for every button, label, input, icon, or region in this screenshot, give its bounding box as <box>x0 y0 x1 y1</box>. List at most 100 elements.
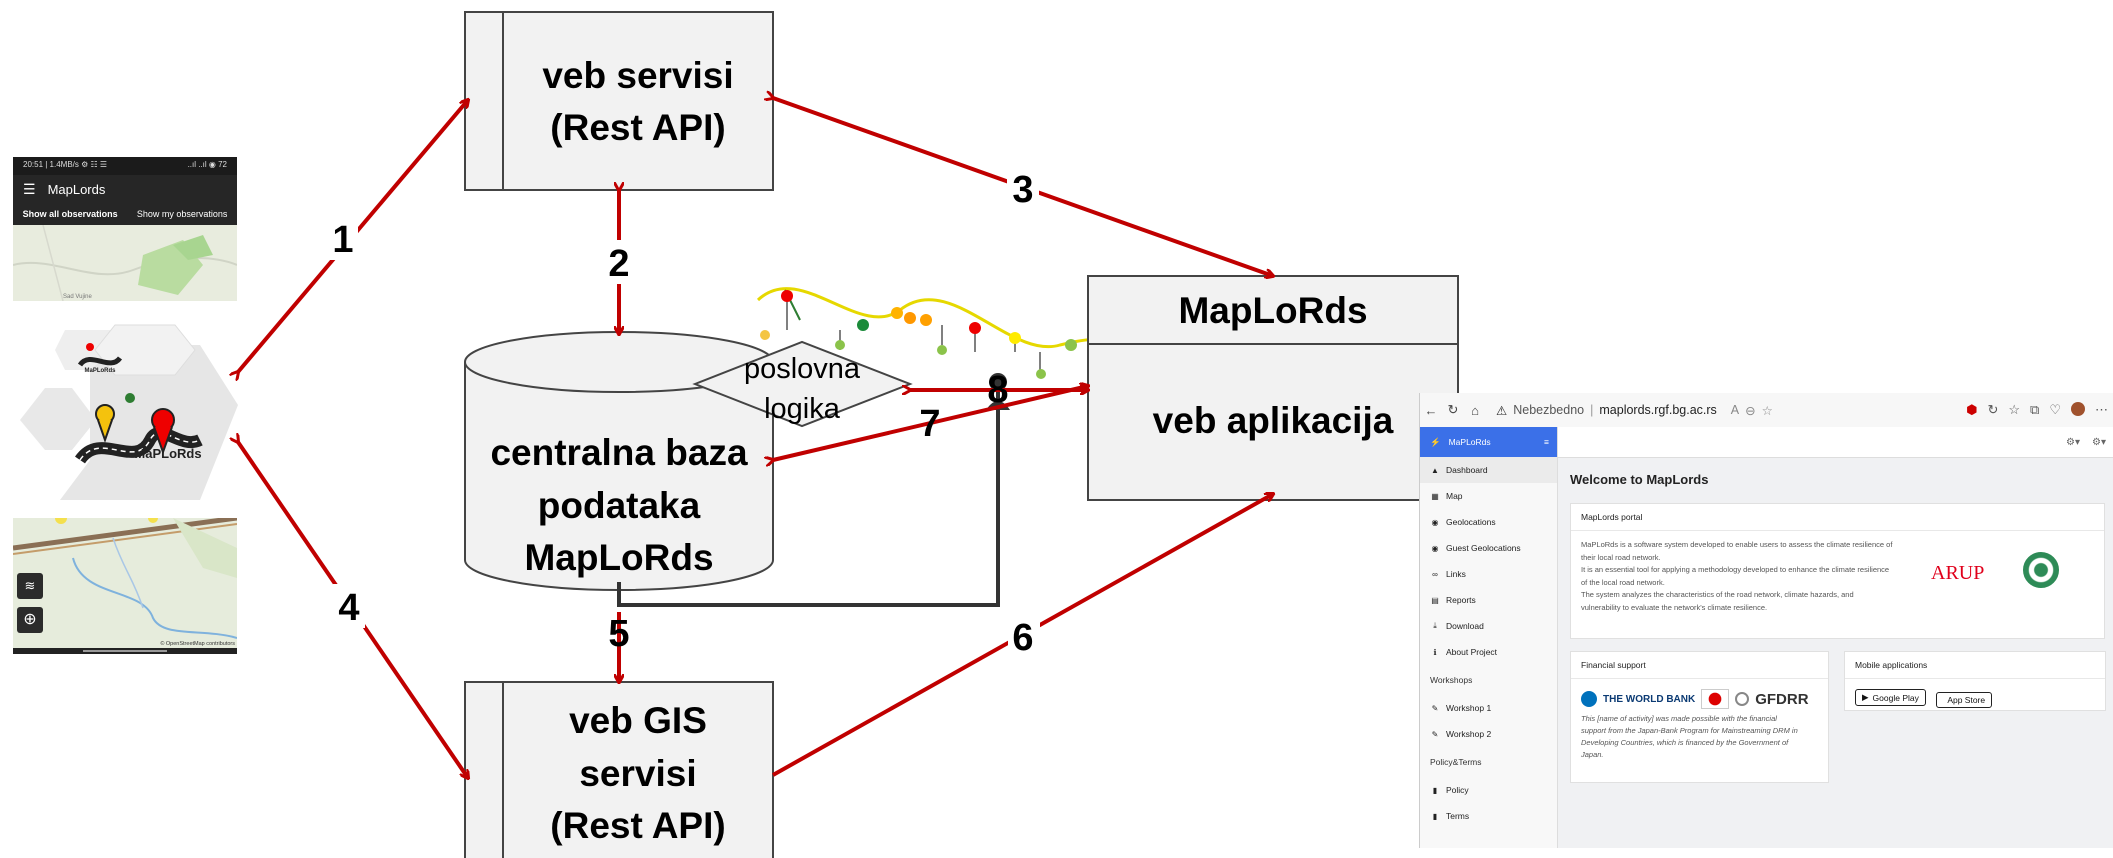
sidebar-item-reports[interactable]: ▤Reports <box>1420 587 1557 613</box>
portal-card-body: MaPLoRds is a software system developed … <box>1571 531 1931 622</box>
section-policy-terms: Policy&Terms <box>1430 757 1482 767</box>
world-bank-logo: THE WORLD BANK <box>1603 693 1696 705</box>
content-topbar: ⚙▾ ⚙▾ <box>1558 427 2113 458</box>
menu-icon: ▤ <box>1431 595 1439 605</box>
sidebar-item-policy[interactable]: ▮Policy <box>1420 777 1557 803</box>
reload-icon[interactable]: ↻ <box>1447 402 1459 417</box>
collections-icon[interactable]: ⧉ <box>2030 402 2040 417</box>
user-dropdown-icon[interactable]: ⚙▾ <box>2092 436 2106 448</box>
sidebar-item-label: Workshop 1 <box>1446 703 1492 713</box>
logo-small-text: MaPLoRds <box>84 368 116 374</box>
sidebar-item-map[interactable]: ▦ Map <box>1420 483 1557 509</box>
hamburger-menu-icon[interactable]: ☰ <box>23 180 36 197</box>
sidebar-item-geolocations[interactable]: ◉Geolocations <box>1420 509 1557 535</box>
more-icon[interactable]: ⋯ <box>2095 402 2108 417</box>
phone-app-bar: ☰ MapLords <box>13 175 237 203</box>
financial-card-text: This [name of activity] was made possibl… <box>1571 713 1828 769</box>
sidebar-item-terms[interactable]: ▮Terms <box>1420 803 1557 829</box>
favorites-icon[interactable]: ☆ <box>2008 402 2021 417</box>
map-place-label: Sad Vujine <box>63 294 92 300</box>
sidebar-item-label: Terms <box>1446 811 1470 821</box>
portal-text-line: vulnerability to evaluate the network's … <box>1581 602 1768 612</box>
add-observation-button[interactable]: ⊕ <box>17 607 43 633</box>
menu-icon: ⤓ <box>1433 621 1437 630</box>
portal-text-line: It is an essential tool for applying a m… <box>1581 565 1890 574</box>
edge-number-7: 7 <box>919 403 940 445</box>
web-app-node: MapLoRds veb aplikacija <box>1087 275 1459 501</box>
app-store-button[interactable]: App Store <box>1936 692 1993 708</box>
edge-number-3: 3 <box>1012 169 1033 211</box>
menu-icon: ▦ <box>1431 491 1439 501</box>
portal-text-line: of the local road network. <box>1581 577 1665 587</box>
back-icon[interactable]: ← <box>1424 402 1438 418</box>
portal-card-title: MapLords portal <box>1571 504 2104 531</box>
extension-icon[interactable]: ⬢ <box>1966 402 1978 417</box>
sidebar-item-workshop-1[interactable]: ✎Workshop 1 <box>1420 695 1557 721</box>
business-logic-label-2: logika <box>764 393 841 425</box>
file-icon: ▮ <box>1432 785 1438 795</box>
sidebar-item-dashboard[interactable]: ▲Dashboard <box>1420 457 1557 483</box>
sidebar-item-guest-geolocations[interactable]: ◉ Guest Geolocations <box>1420 535 1557 561</box>
portal-text-line: The system analyzes the characteristics … <box>1581 590 1854 599</box>
map-credit: © OpenStreetMap contributors <box>160 641 235 647</box>
sidebar-item-links[interactable]: ∞Links <box>1420 561 1557 587</box>
phone-map-bottom[interactable]: ≋ ⊕ © OpenStreetMap contributors <box>13 518 237 648</box>
phone-map-top[interactable]: Sad Vujine <box>13 225 237 301</box>
portal-card: MapLords portal MaPLoRds is a software s… <box>1570 503 2105 639</box>
database-label-1: centralna baza <box>490 432 747 473</box>
portal-text-line: MaPLoRds is a software system developed … <box>1581 540 1893 549</box>
zoom-icon[interactable]: ⊖ <box>1745 403 1756 418</box>
sidebar-item-label: About Project <box>1446 647 1498 657</box>
db-logic-connector <box>617 390 1000 607</box>
gis-services-node: veb GIS servisi (Rest API) <box>464 681 774 858</box>
profile-avatar[interactable] <box>2071 402 2085 416</box>
google-play-button[interactable]: ▶Google Play <box>1855 689 1926 706</box>
health-icon[interactable]: ♡ <box>2049 402 2061 417</box>
phone-status-bar: 20:51 | 1.4MB/s ⚙ ☷ ☰ ..ıl ..ıl ◉ 72 <box>13 157 237 175</box>
phone-home-bar <box>13 648 237 654</box>
gfdrr-logo: GFDRR <box>1755 690 1809 708</box>
menu-icon: ◉ <box>1431 543 1439 553</box>
web-services-label-1: veb servisi <box>542 55 733 96</box>
address-bar[interactable]: ⚠ Nebezbedno | maplords.rgf.bg.ac.rs A ⊖… <box>1496 403 1773 418</box>
sidebar-item-label: Guest Geolocations <box>1446 543 1521 553</box>
edge-number-5: 5 <box>608 613 629 655</box>
main-content: ⚙▾ ⚙▾ Welcome to MapLords MapLords porta… <box>1558 427 2113 848</box>
edge-number-8: 8 <box>987 369 1008 411</box>
sidebar-item-label: Map <box>1446 491 1463 501</box>
central-database-node: centralna baza podataka MapLoRds <box>464 331 774 591</box>
read-aloud-icon[interactable]: A <box>1730 403 1740 417</box>
app-sidebar: ⚡ MaPLoRds ≡ ▲Dashboard▦Map◉Geolocations… <box>1420 427 1558 848</box>
url-text: maplords.rgf.bg.ac.rs <box>1599 403 1717 417</box>
sidebar-item-label: Download <box>1446 621 1484 631</box>
web-app-subtitle: veb aplikacija <box>1153 400 1394 441</box>
sidebar-brand[interactable]: ⚡ MaPLoRds ≡ <box>1420 427 1557 457</box>
sidebar-item-download[interactable]: ⤓ Download <box>1420 613 1557 639</box>
edit-icon: ✎ <box>1431 729 1439 739</box>
university-seal <box>2023 552 2059 588</box>
browser-extensions: ⬢ ↻ ☆ ⧉ ♡ ⋯ <box>1966 402 2108 418</box>
collapse-menu-icon[interactable]: ≡ <box>1544 437 1549 447</box>
web-services-label-2: (Rest API) <box>550 107 725 148</box>
bolt-icon: ⚡ <box>1430 436 1441 447</box>
map-tiles <box>13 225 237 301</box>
arup-logo: ARUP <box>1931 562 1985 584</box>
favorite-icon[interactable]: ☆ <box>1761 403 1773 418</box>
refresh-extension-icon[interactable]: ↻ <box>1987 402 1999 417</box>
edge-number-2: 2 <box>608 243 629 285</box>
home-icon[interactable]: ⌂ <box>1471 402 1479 418</box>
play-icon: ▶ <box>1862 692 1869 702</box>
map-pins <box>781 290 1077 379</box>
settings-dropdown-icon[interactable]: ⚙▾ <box>2066 436 2081 448</box>
maplords-logo: MaPLoRds MaPLoRds <box>20 324 238 500</box>
financial-text-line: Japan. <box>1581 750 1604 759</box>
sidebar-item-label: Geolocations <box>1446 517 1496 527</box>
page-title: Welcome to MapLords <box>1570 472 1709 487</box>
tab-show-my-observations[interactable]: Show my observations <box>136 209 228 219</box>
web-services-node: veb servisi (Rest API) <box>464 11 774 191</box>
tab-show-all-observations[interactable]: Show all observations <box>22 209 118 219</box>
layers-button[interactable]: ≋ <box>17 573 43 599</box>
sidebar-item-workshop-2[interactable]: ✎Workshop 2 <box>1420 721 1557 747</box>
